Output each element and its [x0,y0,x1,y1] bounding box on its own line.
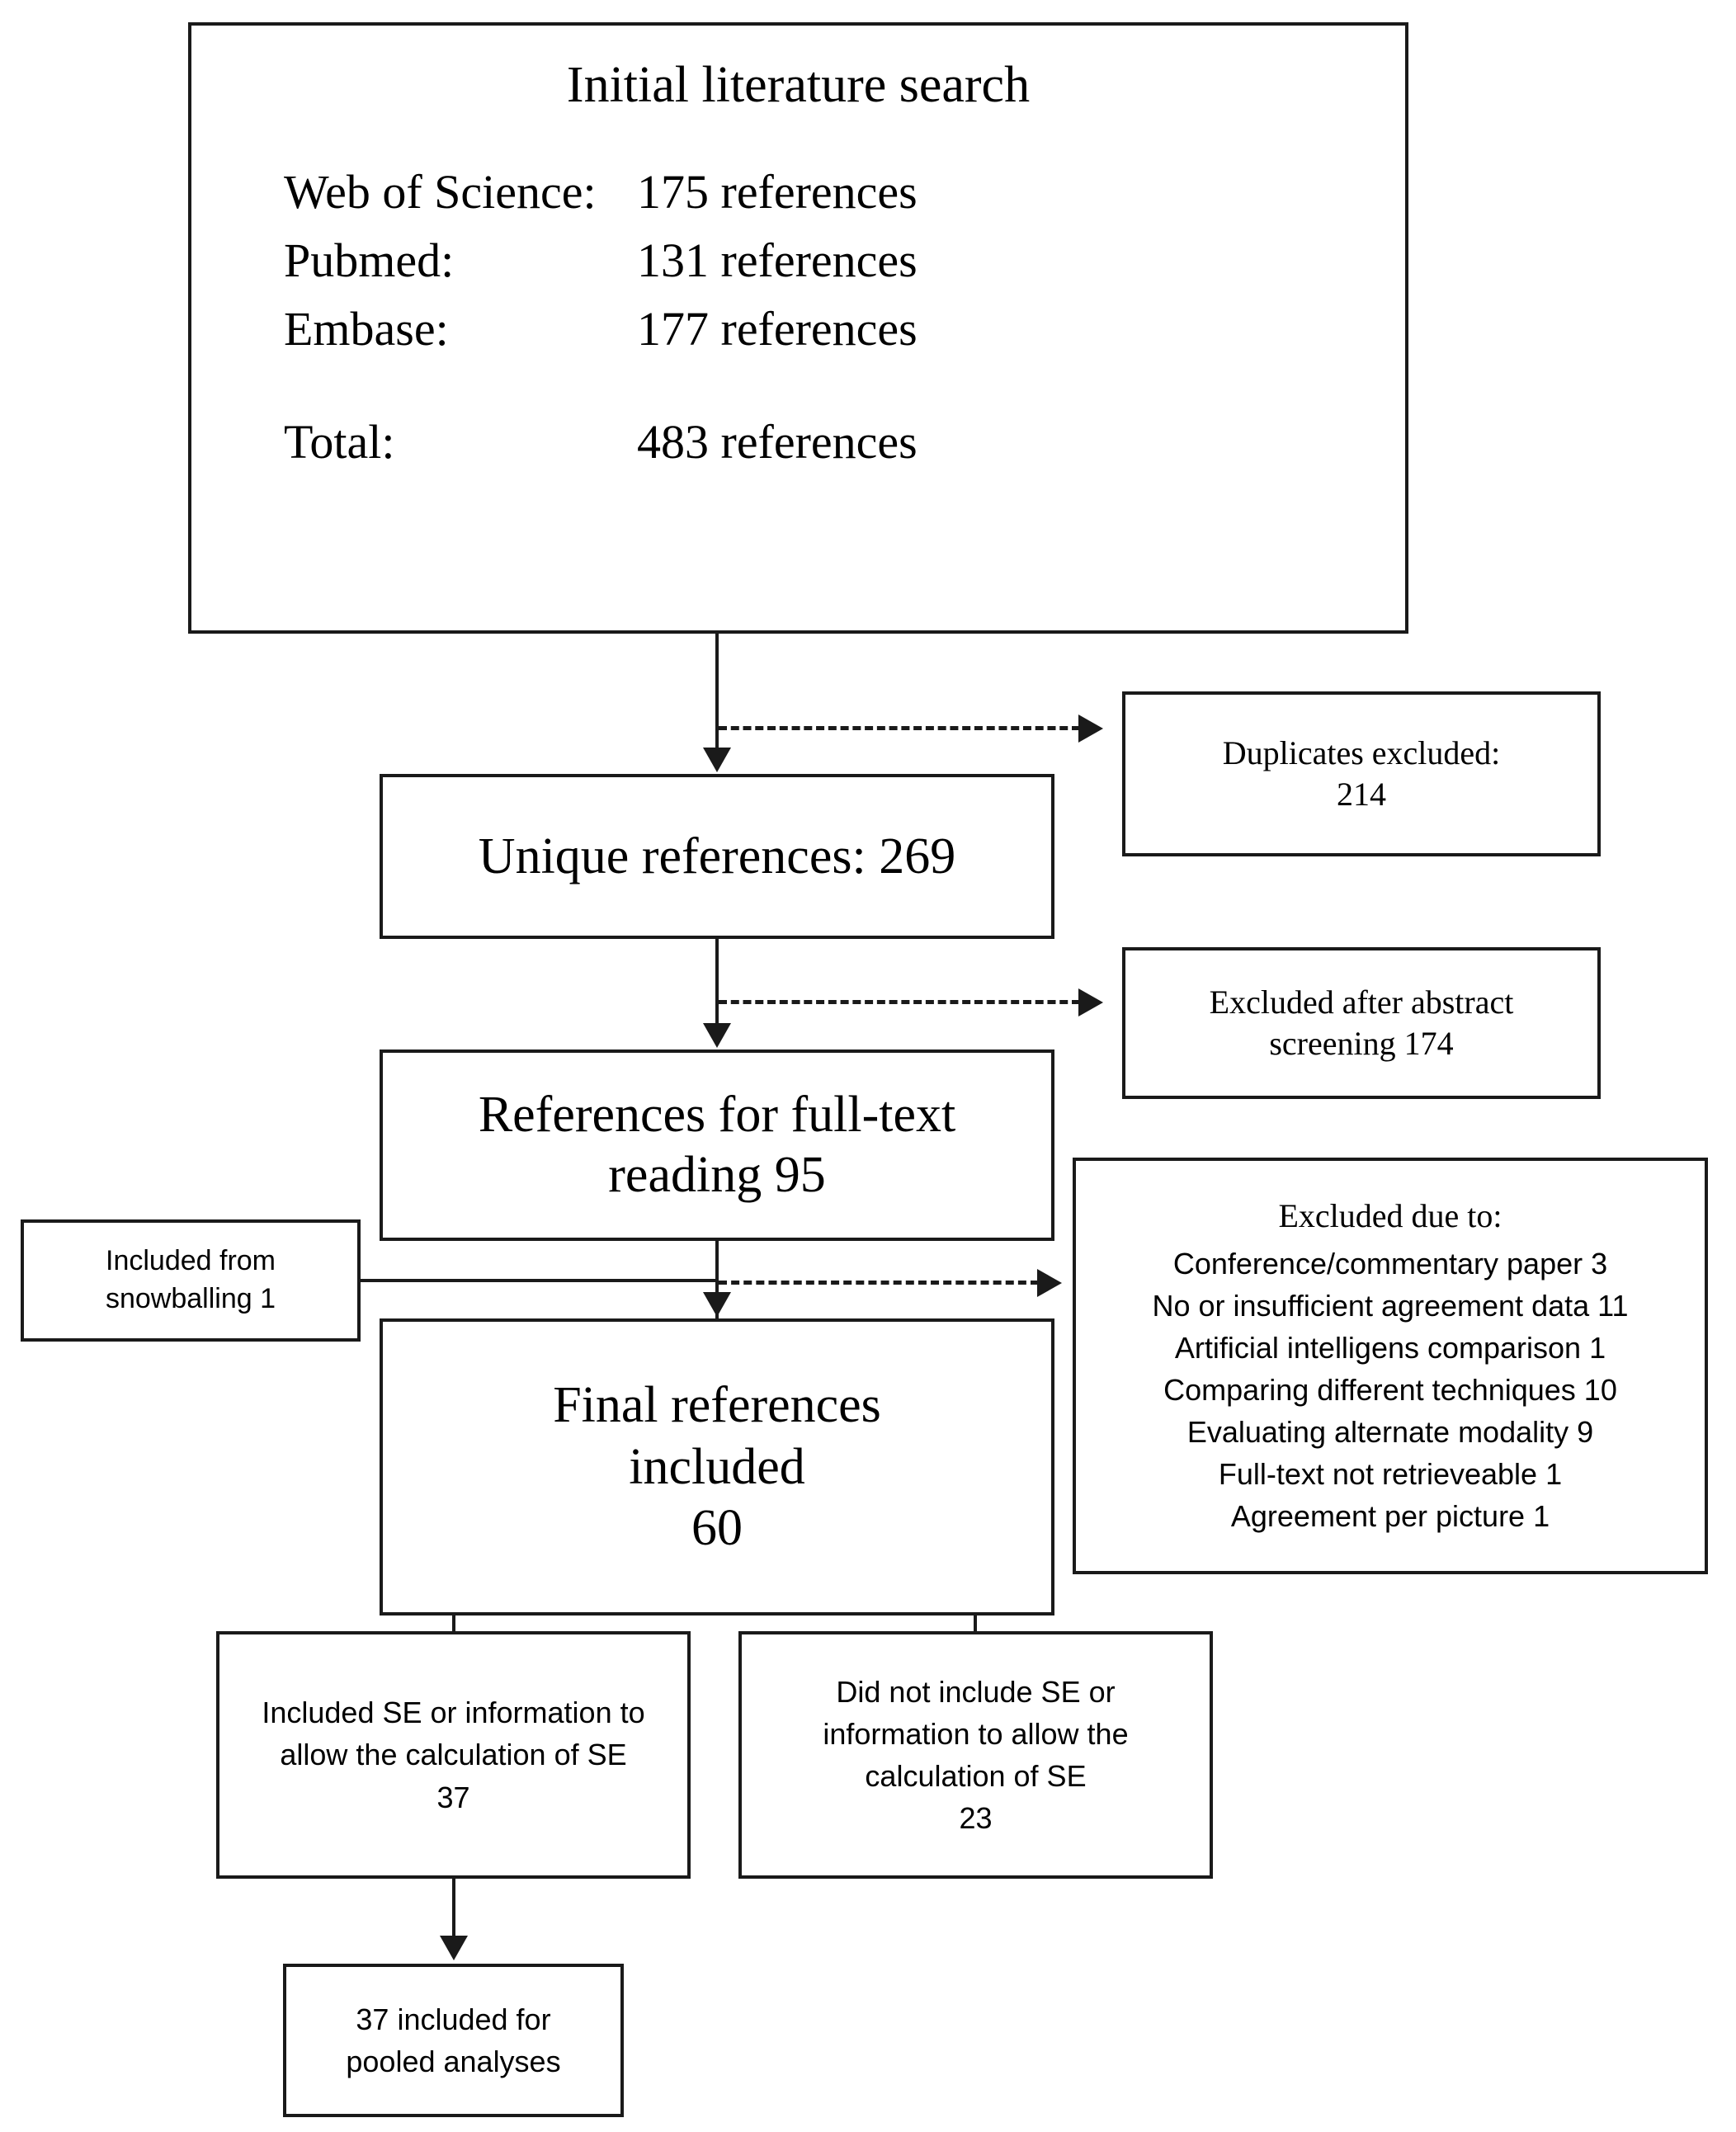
connector-initial-to-unique [715,634,719,751]
dashed-connector-to-duplicates [719,726,1080,730]
arrow-to-abstract-excluded [1078,988,1103,1016]
source-row-embase: Embase: 177 references [284,304,1405,355]
dashed-connector-to-excluded-due-to [719,1281,1039,1285]
fulltext-reading-line2: reading 95 [608,1147,826,1203]
arrow-unique-to-fulltext [703,1023,731,1048]
source-label: Embase: [284,301,449,356]
snowballing-line2: snowballing 1 [105,1283,276,1314]
final-references-count: 60 [691,1500,743,1557]
exclusion-reason: Agreement per picture 1 [1230,1499,1550,1534]
source-row-web-of-science: Web of Science: 175 references [284,167,1405,218]
arrow-initial-to-unique [703,748,731,772]
fulltext-reading-box: References for full-text reading 95 [380,1049,1054,1241]
initial-search-box: Initial literature search Web of Science… [188,22,1408,634]
source-row-total: Total: 483 references [284,417,1405,468]
connector-included-se-to-pooled [452,1879,455,1940]
source-row-pubmed: Pubmed: 131 references [284,233,1405,288]
pooled-analyses-line1: 37 included for [356,2002,551,2036]
fulltext-reading-line1: References for full-text [478,1086,956,1143]
arrow-to-excluded-due-to [1037,1269,1062,1297]
not-included-se-count: 23 [959,1801,993,1836]
arrow-to-duplicates [1078,715,1103,743]
exclusion-reason: Comparing different techniques 10 [1163,1372,1617,1407]
source-counts-table: Web of Science: 175 references Pubmed: 1… [191,167,1405,486]
source-label: Web of Science: [284,165,597,219]
excluded-due-to-title: Excluded due to: [1278,1196,1502,1234]
dashed-connector-to-abstract-excluded [719,1000,1080,1004]
included-se-line2: allow the calculation of SE [280,1738,627,1772]
snowballing-box: Included from snowballing 1 [21,1219,361,1342]
final-references-label: Final references included 60 [553,1375,881,1559]
not-included-se-line3: calculation of SE [865,1759,1087,1793]
excluded-abstract-line1: Excluded after abstract [1209,983,1514,1021]
not-included-se-line1: Did not include SE or [836,1674,1116,1709]
arrow-fulltext-to-final [703,1292,731,1317]
source-value: 131 references [637,233,918,288]
pooled-analyses-box: 37 included for pooled analyses [283,1964,624,2117]
exclusion-reason: No or insufficient agreement data 11 [1152,1288,1629,1323]
source-value: 175 references [637,165,918,219]
final-references-box: Final references included 60 [380,1318,1054,1616]
duplicates-excluded-box: Duplicates excluded: 214 [1122,691,1601,856]
connector-unique-to-fulltext [715,939,719,1025]
exclusion-reason: Conference/commentary paper 3 [1172,1246,1608,1281]
snowballing-line1: Included from [106,1245,276,1277]
exclusion-reason: Evaluating alternate modality 9 [1186,1415,1594,1450]
unique-references-label: Unique references: 269 [478,828,956,884]
excluded-after-abstract-box: Excluded after abstract screening 174 [1122,947,1601,1099]
final-references-line1: Final references [553,1377,881,1434]
included-se-box: Included SE or information to allow the … [216,1631,691,1879]
unique-references-box: Unique references: 269 [380,774,1054,939]
exclusion-reason: Artificial intelligens comparison 1 [1174,1330,1606,1365]
pooled-analyses-line2: pooled analyses [346,2045,561,2078]
snowballing-label: Included from snowballing 1 [106,1243,276,1318]
included-se-count: 37 [436,1780,470,1814]
initial-search-title: Initial literature search [566,57,1031,113]
arrow-included-se-to-pooled [440,1936,468,1960]
included-se-line1: Included SE or information to [262,1696,645,1730]
connector-snowballing-to-stem [357,1279,719,1282]
pooled-analyses-label: 37 included for pooled analyses [346,1998,560,2082]
excluded-due-to-box: Excluded due to: Conference/commentary p… [1073,1158,1708,1574]
excluded-abstract-line2: screening 174 [1269,1025,1454,1062]
exclusion-reason: Full-text not retrieveable 1 [1218,1457,1563,1492]
connector-fulltext-to-final [715,1241,719,1320]
not-included-se-box: Did not include SE or information to all… [738,1631,1213,1879]
total-label: Total: [284,414,395,469]
source-value: 177 references [637,301,918,356]
duplicates-excluded-label: Duplicates excluded: [1222,734,1501,771]
not-included-se-line2: information to allow the [823,1716,1129,1751]
total-value: 483 references [637,414,918,469]
fulltext-reading-label: References for full-text reading 95 [479,1085,955,1205]
final-references-line2: included [629,1438,805,1495]
duplicates-excluded-count: 214 [1337,776,1386,813]
source-label: Pubmed: [284,233,455,288]
